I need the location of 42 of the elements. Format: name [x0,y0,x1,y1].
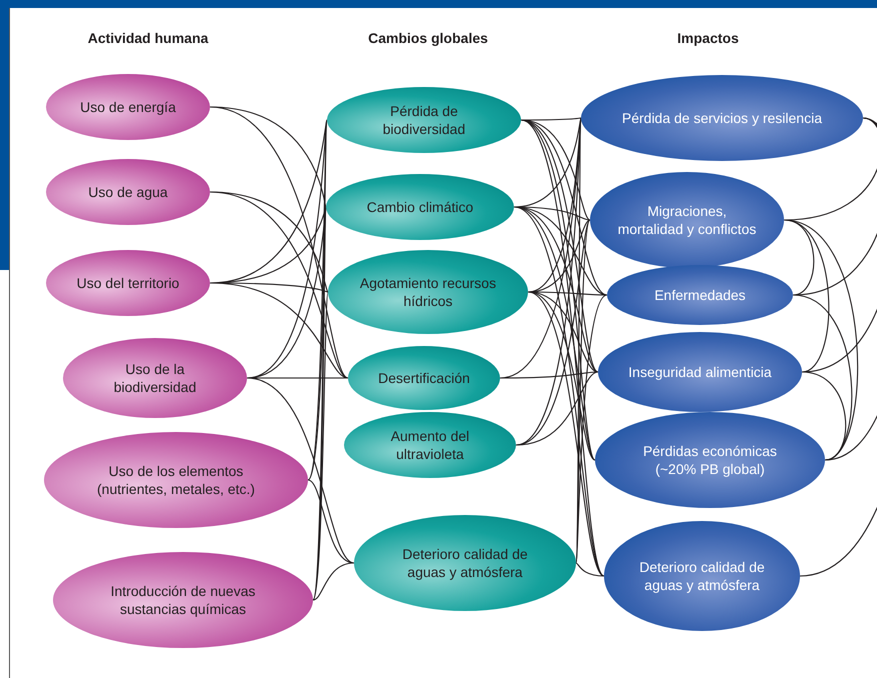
connector-line [312,562,354,601]
node-label: Uso de la biodiversidad [112,360,198,396]
column-heading: Cambios globales [368,29,488,48]
node-label: Uso de energía [79,98,177,116]
connector-line [210,282,348,379]
connector-line [308,480,354,564]
connector-line [802,371,846,461]
connector-line [210,106,348,378]
node-label: Introducción de nuevas sustancias químicas [110,582,256,618]
node-label: Pérdida de servicios y resilencia [621,109,823,127]
node-label: Migraciones, mortalidad y conflictos [616,202,758,238]
node-label: Deterioro calidad de aguas y atmósfera [638,558,766,594]
node-label: Pérdidas económicas (~20% PB global) [642,442,778,478]
column-heading: Impactos [677,29,739,48]
node-label: Desertificación [377,369,471,387]
connector-line [792,294,852,461]
connector-line [210,191,348,378]
node-label: Aumento del ultravioleta [390,427,470,463]
connector-line [520,120,604,576]
connector-line [520,119,598,372]
node-label: Enfermedades [653,286,747,304]
column-heading: Actividad humana [88,29,208,48]
node-label: Pérdida de biodiversidad [382,102,466,138]
node-label: Uso de los elementos (nutrientes, metales, etc.) [96,462,256,498]
connector-line [528,291,596,460]
connector-line [500,371,598,379]
node-label: Deterioro calidad de aguas y atmósfera [401,545,529,581]
connector-line [784,219,830,373]
connector-line [576,562,604,577]
connector-line [514,206,604,576]
node-label: Cambio climático [366,198,474,216]
connector-line [800,118,877,577]
node-label: Uso del territorio [76,274,180,292]
connector-line [312,292,329,600]
node-label: Inseguridad alimenticia [627,363,773,381]
node-label: Agotamiento recursos hídricos [358,274,498,310]
connector-line [516,371,598,446]
node-label: Uso de agua [87,183,169,201]
connector-line [528,292,604,576]
connector-line [516,220,590,446]
connector-line [246,377,354,564]
connector-line [575,294,608,564]
